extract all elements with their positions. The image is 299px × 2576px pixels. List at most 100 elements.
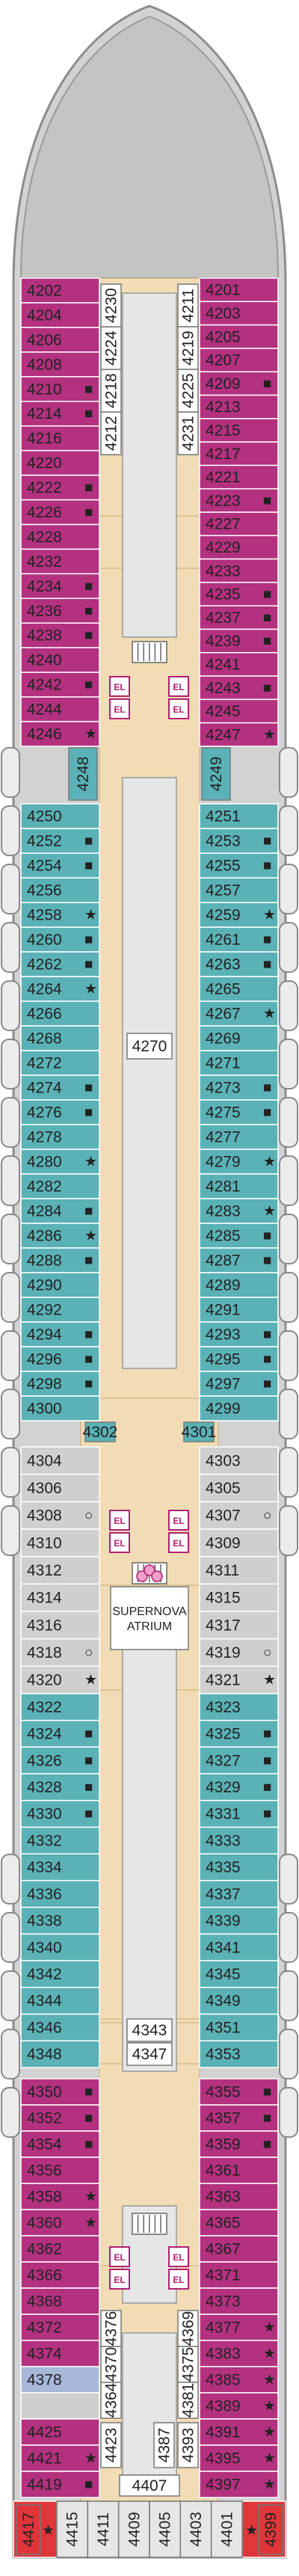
cabin-number: 4266	[27, 1006, 62, 1023]
cabin-number: 4321	[206, 1672, 241, 1689]
cabin	[20, 2040, 100, 2068]
inner-cabin	[177, 2422, 199, 2468]
cabin-number: 4385	[206, 2372, 241, 2389]
cabin-number: 4202	[27, 282, 62, 299]
elevator-icon	[168, 676, 189, 697]
cabin	[199, 2235, 279, 2263]
cabin	[20, 400, 100, 427]
cabin-number: 4423	[103, 2428, 120, 2463]
inner-cabin	[177, 326, 199, 370]
cabin-number: 4217	[206, 446, 241, 463]
center-cabin	[126, 2018, 173, 2042]
cabin-symbol: ■	[263, 376, 271, 392]
cabin	[199, 464, 279, 490]
cabin-symbol: ■	[263, 1080, 271, 1096]
cabin-number: 4205	[206, 328, 241, 345]
cabin-number: 4378	[27, 2372, 62, 2389]
inner-cabin	[16, 2504, 41, 2555]
cabin-symbol: ★	[84, 1673, 97, 1688]
cabin-number: 4253	[206, 833, 241, 850]
cabin-number: 4315	[206, 1590, 241, 1607]
cabin	[20, 2013, 100, 2042]
lifeboat	[1, 1272, 20, 1323]
cabin-number: 4354	[27, 2136, 62, 2154]
cabin-number: 4306	[27, 1480, 62, 1497]
cabin-number: 4368	[27, 2293, 62, 2311]
lifeboat	[279, 1389, 298, 1439]
cabin-number: 4328	[27, 1779, 62, 1796]
lifeboat	[279, 1505, 298, 1556]
cabin-number: 4310	[27, 1534, 62, 1552]
cabin	[199, 582, 279, 606]
cabin-number: 4344	[27, 1993, 62, 2010]
cabin	[199, 1555, 279, 1585]
cabin	[199, 698, 279, 724]
lifeboat	[279, 1854, 298, 1905]
cabin	[20, 351, 100, 378]
lifeboat	[279, 747, 298, 798]
cabin-number: 4365	[206, 2215, 241, 2232]
cabin-symbol: ○	[84, 1645, 93, 1661]
cabin	[20, 1583, 100, 1612]
cabin	[20, 2471, 100, 2498]
cabin-number: 4287	[206, 1252, 241, 1270]
cabin-number: 4326	[27, 1752, 62, 1769]
cabin-symbol: ■	[84, 1377, 93, 1392]
cabin-number: 4280	[27, 1154, 62, 1171]
lifeboat	[279, 1447, 298, 1498]
cabin	[20, 1473, 100, 1503]
lifeboat	[1, 1854, 20, 1905]
elevator-label: EL	[114, 682, 125, 692]
cabin	[20, 1099, 100, 1125]
cabin-number: 4399	[262, 2512, 280, 2548]
cabin-number: 4262	[27, 956, 62, 974]
cabin	[199, 1371, 279, 1397]
cabin-number: 4293	[206, 1327, 241, 1344]
cabin-number: 4303	[206, 1452, 241, 1469]
cabin-number: 4348	[27, 2046, 62, 2063]
cabin	[20, 449, 100, 476]
cabin-number: 4335	[206, 1859, 241, 1876]
cabin-number: 4222	[27, 479, 62, 497]
cabin-number: 4209	[206, 375, 241, 393]
cabin-symbol: ■	[84, 603, 93, 619]
cabin-number: 4323	[206, 1699, 241, 1716]
cabin-number: 4283	[206, 1203, 241, 1220]
cabin	[84, 1421, 116, 1442]
center-cabin	[126, 2042, 173, 2066]
cabin-symbol: ★	[42, 2523, 55, 2539]
cabin-number: 4383	[206, 2346, 241, 2363]
cabin	[20, 1987, 100, 2015]
cabin-number: 4239	[206, 633, 241, 650]
cabin	[199, 1223, 279, 1249]
cabin-number: 4375	[180, 2347, 197, 2382]
cabin-number: 4282	[27, 1178, 62, 1196]
elevator-label: EL	[114, 704, 125, 715]
cabin	[20, 828, 100, 854]
cabin-symbol: ■	[263, 1327, 271, 1343]
cabin-number: 4228	[27, 529, 62, 546]
cabin-number: 4256	[27, 882, 62, 900]
lifeboat	[1, 1039, 20, 1089]
bow-deck	[19, 15, 280, 279]
cabin	[199, 1719, 279, 1748]
cabin-number: 4219	[180, 331, 197, 366]
cabin-number: 4325	[206, 1726, 241, 1743]
lifeboat	[279, 2029, 298, 2079]
cabin-symbol: ★	[263, 2320, 276, 2336]
cabin	[20, 2104, 100, 2132]
cabin-number: 4362	[27, 2241, 62, 2258]
cabin-number: 4204	[27, 307, 62, 324]
cabin-number: 4343	[132, 2022, 167, 2039]
cabin	[20, 523, 100, 550]
cabin-number: 4296	[27, 1351, 62, 1368]
elevator-icon	[109, 698, 130, 719]
cabin-number: 4417	[20, 2512, 37, 2548]
cabin	[199, 2013, 279, 2042]
inner-cabin	[100, 326, 122, 370]
cabin-number: 4231	[180, 416, 197, 451]
cabin	[199, 1933, 279, 1961]
cabin	[199, 1050, 279, 1076]
inner-cabin	[177, 283, 199, 328]
